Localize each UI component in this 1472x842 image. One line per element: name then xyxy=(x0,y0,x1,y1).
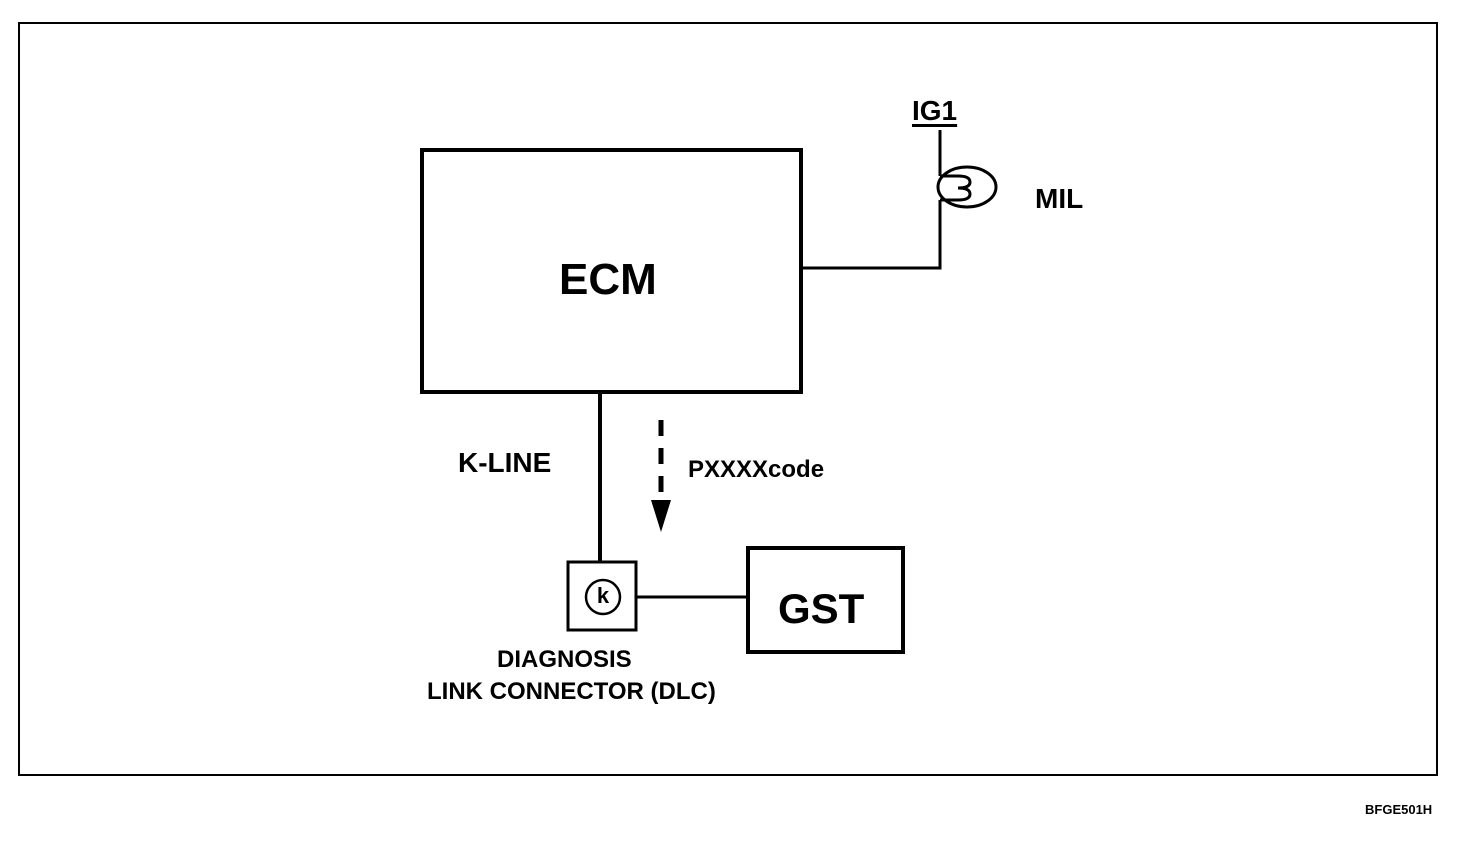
code-arrow-icon xyxy=(651,420,671,532)
gst-box xyxy=(746,546,905,654)
dlc-k-circle-icon xyxy=(584,578,622,616)
mil-lamp-icon xyxy=(936,165,998,209)
dlc-label-line2: LINK CONNECTOR (DLC) xyxy=(427,678,716,705)
ecm-box xyxy=(420,148,803,394)
mil-label: MIL xyxy=(1035,183,1084,214)
figure-id: BFGE501H xyxy=(1365,802,1433,817)
dlc-label-line1: DIAGNOSIS xyxy=(497,646,632,673)
ig1-label: IG1 xyxy=(912,95,958,126)
diagram-frame xyxy=(18,22,1438,776)
code-label: PXXXXcode xyxy=(688,456,825,483)
ecm-label: ECM xyxy=(559,255,657,304)
gst-label: GST xyxy=(778,585,865,632)
dlc-k-letter: k xyxy=(596,583,610,608)
k-line-label: K-LINE xyxy=(458,447,552,478)
ecm-mil-wire xyxy=(801,200,942,270)
